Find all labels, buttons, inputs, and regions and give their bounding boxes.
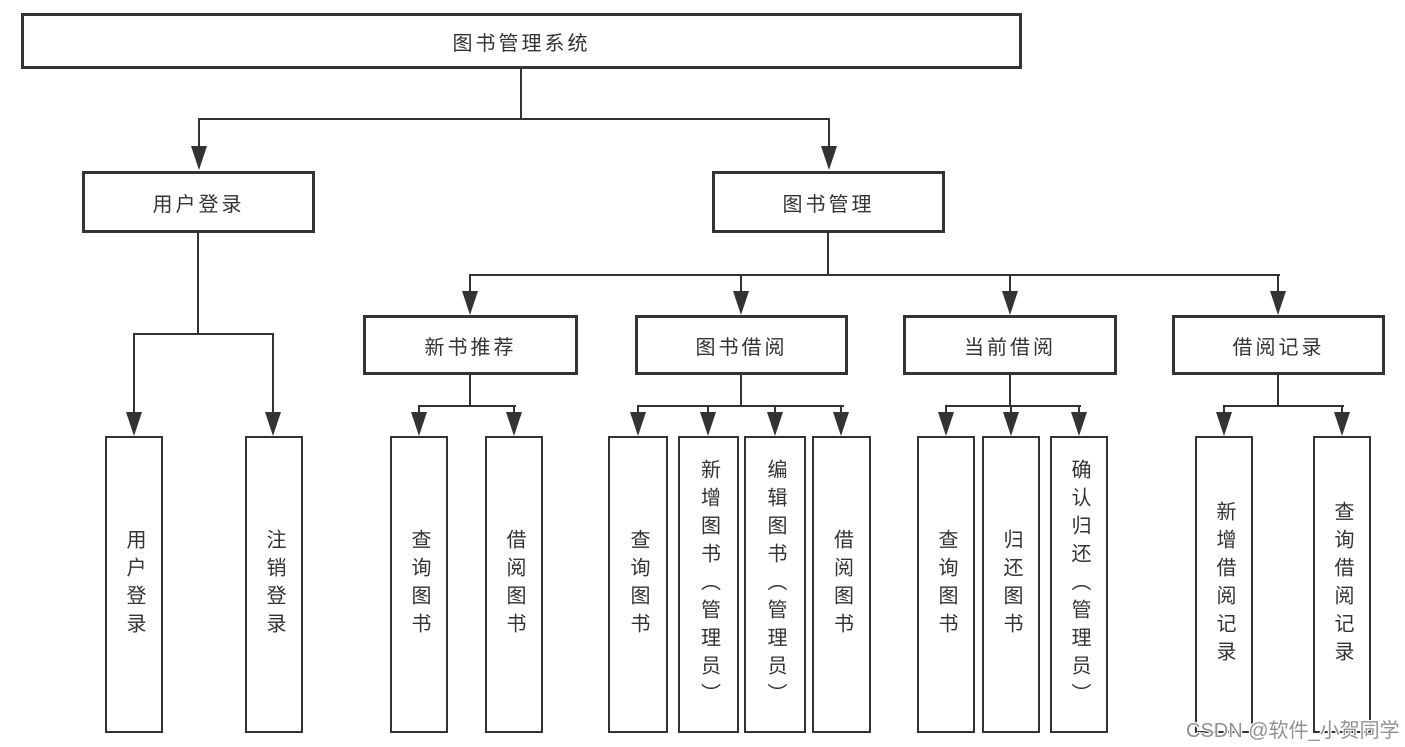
node-label: 用户登录 [152, 193, 245, 216]
connector-line [469, 274, 1280, 276]
connector-line [637, 405, 639, 415]
node-label: 图书借阅 [695, 336, 788, 359]
leaf-user-login: 用户登录 [105, 436, 163, 733]
leaf-borrow-books: 借阅图书 [485, 436, 543, 733]
arrow-down-icon [630, 412, 646, 436]
connector-line [638, 405, 844, 407]
connector-line [707, 405, 709, 415]
arrow-down-icon [1270, 291, 1286, 315]
connector-line [272, 333, 274, 413]
connector-line [418, 405, 420, 415]
connector-line [1277, 274, 1279, 294]
node-label: 查询图书 [935, 528, 957, 641]
node-label: 新增图书（管理员） [697, 458, 720, 711]
arrow-down-icon [1003, 412, 1019, 436]
node-book-borrowing: 图书借阅 [635, 315, 848, 375]
connector-line [1010, 405, 1012, 415]
node-label: 查询借阅记录 [1331, 500, 1353, 669]
connector-line [469, 375, 471, 407]
arrow-down-icon [506, 412, 522, 436]
connector-line [513, 405, 515, 415]
node-label: 当前借阅 [964, 336, 1056, 359]
arrow-down-icon [1216, 412, 1232, 436]
connector-line [828, 118, 830, 150]
node-label: 确认归还（管理员） [1068, 458, 1090, 711]
arrow-down-icon [833, 412, 849, 436]
leaf-query-borrow-record: 查询借阅记录 [1313, 436, 1371, 733]
node-label: 注销登录 [263, 528, 285, 641]
connector-line [740, 274, 742, 294]
connector-line [198, 118, 200, 150]
connector-line [1341, 405, 1343, 415]
arrow-down-icon [1002, 291, 1018, 315]
connector-line [740, 375, 742, 407]
arrow-down-icon [700, 412, 716, 436]
node-current-borrowing: 当前借阅 [903, 315, 1117, 375]
node-library-management-system: 图书管理系统 [21, 13, 1022, 69]
arrow-down-icon [126, 412, 142, 436]
connector-line [1009, 274, 1011, 294]
node-label: 新书推荐 [424, 336, 517, 359]
node-borrowing-records: 借阅记录 [1172, 315, 1385, 375]
watermark: CSDN @软件_小贺同学 [1186, 720, 1400, 742]
leaf-query-books: 查询图书 [390, 436, 448, 733]
arrow-down-icon [1334, 412, 1350, 436]
leaf-query-books: 查询图书 [608, 436, 668, 733]
node-new-book-recommendation: 新书推荐 [363, 315, 578, 375]
connector-line [133, 333, 135, 413]
connector-line [520, 68, 522, 120]
leaf-query-books: 查询图书 [917, 436, 975, 733]
leaf-add-book-admin: 新增图书（管理员） [678, 436, 739, 733]
leaf-add-borrow-record: 新增借阅记录 [1195, 436, 1253, 733]
leaf-borrow-books: 借阅图书 [812, 436, 871, 733]
arrow-down-icon [821, 146, 837, 170]
connector-line [198, 118, 830, 120]
connector-line [1223, 405, 1225, 415]
node-label: 用户登录 [123, 528, 145, 641]
connector-line [827, 232, 829, 276]
node-label: 图书管理 [782, 193, 875, 216]
node-user-login: 用户登录 [82, 171, 315, 233]
arrow-down-icon [462, 291, 478, 315]
connector-line [1009, 375, 1011, 407]
node-label: 归还图书 [1000, 528, 1022, 641]
connector-line [840, 405, 842, 415]
node-label: 借阅图书 [503, 528, 525, 641]
arrow-down-icon [733, 291, 749, 315]
leaf-confirm-return-admin: 确认归还（管理员） [1050, 436, 1108, 733]
connector-line [945, 405, 1081, 407]
node-label: 查询图书 [408, 528, 430, 641]
connector-line [418, 405, 516, 407]
leaf-logout: 注销登录 [245, 436, 303, 733]
node-label: 借阅记录 [1232, 336, 1325, 359]
arrow-down-icon [767, 412, 783, 436]
node-label: 新增借阅记录 [1213, 500, 1235, 669]
connector-line [774, 405, 776, 415]
node-label: 借阅图书 [830, 528, 853, 641]
connector-line [133, 333, 274, 335]
node-book-management: 图书管理 [712, 171, 945, 233]
arrow-down-icon [265, 412, 281, 436]
connector-line [1277, 375, 1279, 407]
node-label: 编辑图书（管理员） [764, 458, 786, 711]
connector-line [197, 232, 199, 335]
connector-line [1223, 405, 1344, 407]
leaf-edit-book-admin: 编辑图书（管理员） [744, 436, 806, 733]
connector-line [945, 405, 947, 415]
node-label: 图书管理系统 [452, 32, 591, 55]
leaf-return-books: 归还图书 [982, 436, 1040, 733]
node-label: 查询图书 [627, 528, 649, 641]
connector-line [1078, 405, 1080, 415]
arrow-down-icon [411, 412, 427, 436]
arrow-down-icon [1071, 412, 1087, 436]
connector-line [469, 274, 471, 294]
arrow-down-icon [191, 146, 207, 170]
arrow-down-icon [938, 412, 954, 436]
